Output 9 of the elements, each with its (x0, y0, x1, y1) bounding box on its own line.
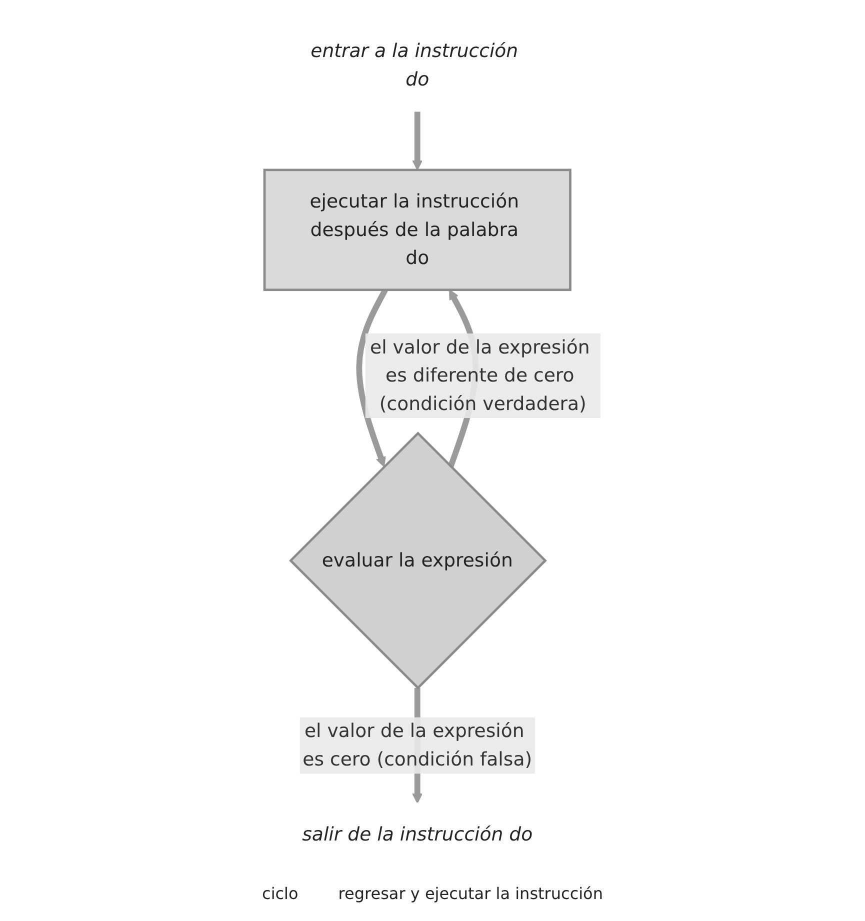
loop-label: ciclo (262, 884, 298, 903)
arrow (412, 111, 423, 170)
note-text: regresar y ejecutar la instrucción (338, 884, 603, 903)
node-diamond: evaluar la expresión (289, 432, 547, 690)
node-text: salir de la instrucción do (302, 823, 533, 846)
edge-label: el valor de la expresión es cero (condición falsa) (302, 720, 532, 770)
node-text: entrar a la instrucción do (310, 39, 518, 90)
edge-label: el valor de la expresión es diferente de cero (condición verdadera) (370, 336, 590, 415)
node-box: ejecutar la instrucción después de la palabra do (263, 168, 572, 292)
